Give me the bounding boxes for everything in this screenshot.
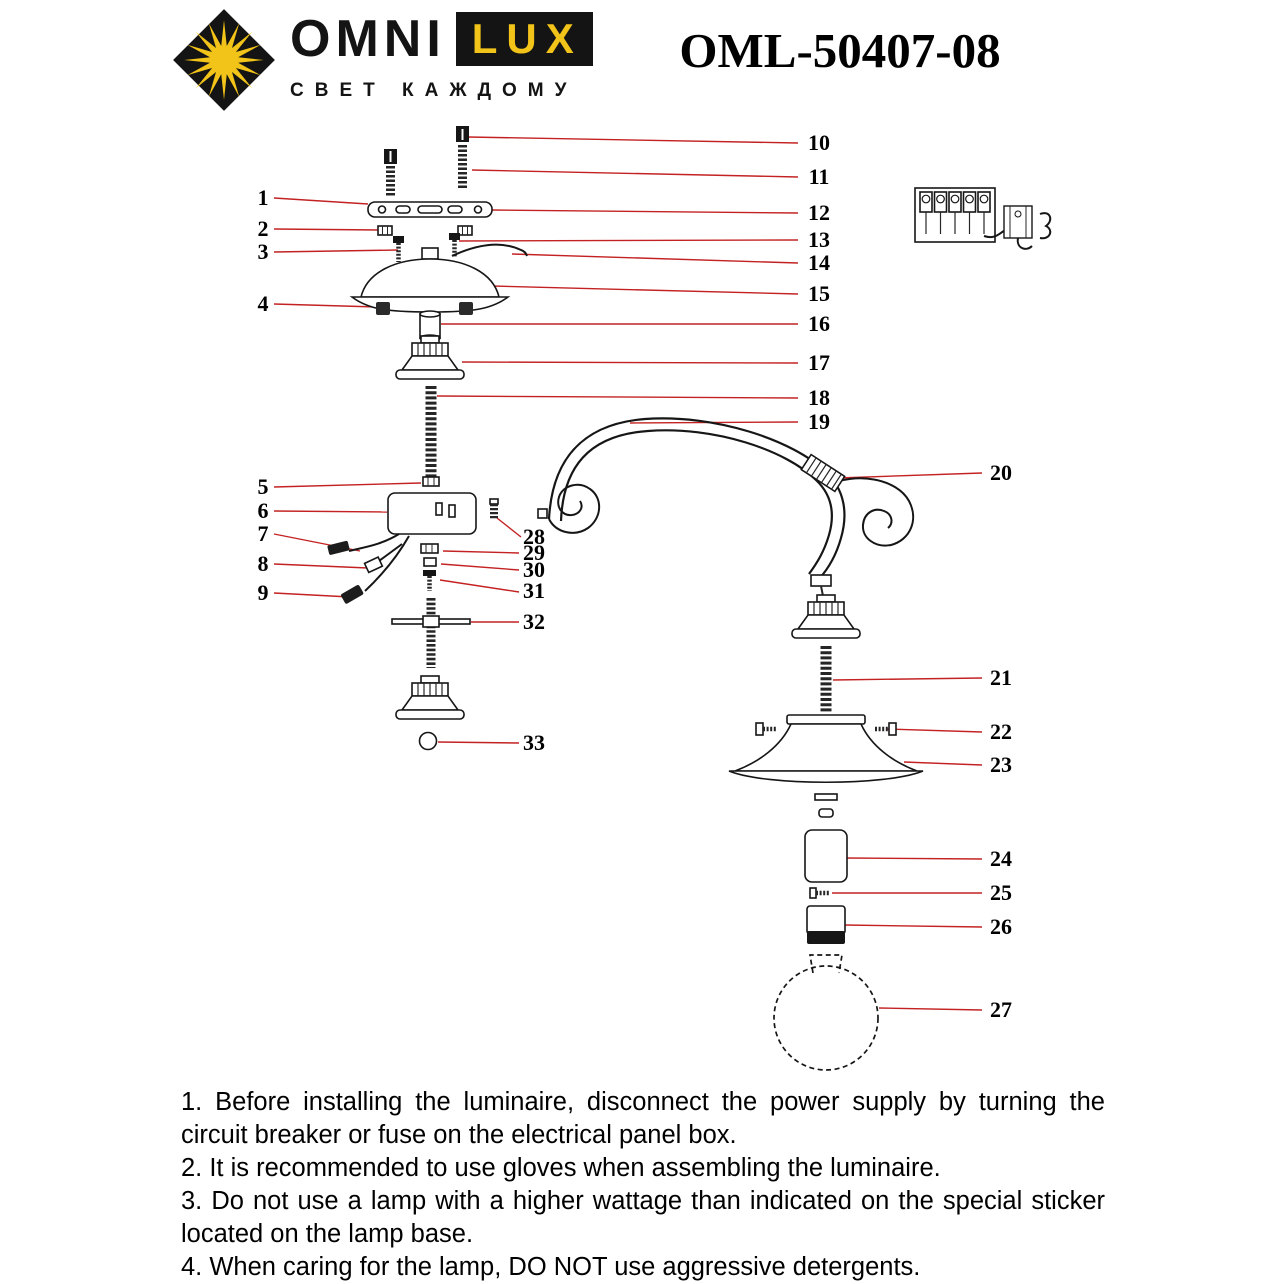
instruction-3: 3. Do not use a lamp with a higher watta… — [181, 1187, 1105, 1248]
arm-coupling — [800, 453, 846, 493]
part-label-23: 23 — [990, 752, 1012, 777]
shade-fittings — [814, 793, 838, 818]
part-label-19: 19 — [808, 409, 830, 434]
part-label-4: 4 — [258, 291, 269, 316]
rod-with-crossbar — [391, 598, 471, 668]
part-label-6: 6 — [258, 498, 269, 523]
part-label-1: 1 — [258, 185, 269, 210]
bracket-nuts — [377, 225, 473, 236]
finial-ball — [418, 731, 438, 751]
part-label-8: 8 — [258, 551, 269, 576]
socket-screw — [809, 887, 830, 899]
leader-lines — [273, 136, 983, 1011]
part-label-26: 26 — [990, 914, 1012, 939]
part-label-18: 18 — [808, 385, 830, 410]
part-label-17: 17 — [808, 350, 830, 375]
part-label-22: 22 — [990, 719, 1012, 744]
part-label-12: 12 — [808, 200, 830, 225]
brand-name-omni: OMNI — [290, 10, 446, 68]
rod-nut — [422, 476, 440, 487]
socket-housing — [804, 829, 848, 883]
instruction-1: 1. Before installing the luminaire, disc… — [181, 1088, 1105, 1149]
neck-piece — [419, 310, 441, 342]
part-label-30: 30 — [523, 557, 545, 582]
lamp-shade — [728, 714, 924, 784]
supply-wire — [451, 243, 528, 257]
body-fasteners — [420, 543, 439, 591]
part-label-28: 28 — [523, 524, 545, 549]
part-label-29: 29 — [523, 540, 545, 565]
brand-logo-mark — [173, 9, 275, 111]
threaded-stub — [489, 498, 548, 520]
part-label-31: 31 — [523, 578, 545, 603]
central-body — [387, 492, 477, 535]
wiring-diagram — [914, 187, 1052, 250]
part-label-5: 5 — [258, 474, 269, 499]
scroll-arm — [547, 417, 915, 597]
canopy-screws — [393, 233, 460, 262]
brand-name-lux: LUX — [455, 12, 593, 66]
part-label-14: 14 — [808, 250, 830, 275]
mounting-bracket — [367, 201, 493, 218]
part-label-7: 7 — [258, 521, 269, 546]
shade-screws — [755, 722, 897, 736]
instruction-2: 2. It is recommended to use gloves when … — [181, 1154, 941, 1182]
part-label-25: 25 — [990, 880, 1012, 905]
wires-connectors — [327, 533, 410, 604]
part-label-27: 27 — [990, 997, 1012, 1022]
part-label-20: 20 — [990, 460, 1012, 485]
part-label-9: 9 — [258, 580, 269, 605]
part-labels: 1 2 3 4 5 6 7 8 9 10 11 12 13 14 15 16 1… — [258, 130, 1013, 1022]
part-label-32: 32 — [523, 609, 545, 634]
decorative-coupling — [395, 335, 465, 380]
part-label-16: 16 — [808, 311, 830, 336]
model-number: OML-50407-08 — [679, 23, 1001, 78]
instruction-4: 4. When caring for the lamp, DO NOT use … — [181, 1253, 921, 1281]
header: OMNI LUX СВЕТ КАЖДОМУ OML-50407-08 — [0, 8, 1280, 112]
mounting-screws — [384, 126, 469, 197]
shade-cap — [791, 594, 861, 639]
part-label-21: 21 — [990, 665, 1012, 690]
brand-tagline: СВЕТ КАЖДОМУ — [290, 80, 578, 101]
ceiling-canopy — [349, 247, 511, 313]
part-label-3: 3 — [258, 239, 269, 264]
part-label-2: 2 — [258, 216, 269, 241]
brand-text-block: OMNI LUX СВЕТ КАЖДОМУ — [290, 8, 593, 102]
logo-star-icon — [184, 20, 264, 100]
socket-insert — [806, 905, 846, 944]
part-label-33: 33 — [523, 730, 545, 755]
part-label-10: 10 — [808, 130, 830, 155]
installation-instructions: 1. Before installing the luminaire, disc… — [181, 1086, 1105, 1284]
part-label-11: 11 — [809, 164, 830, 189]
canopy-spacers — [376, 302, 473, 315]
part-label-15: 15 — [808, 281, 830, 306]
bottom-cap — [395, 675, 465, 720]
light-bulb — [773, 954, 879, 1071]
part-label-13: 13 — [808, 227, 830, 252]
part-label-24: 24 — [990, 846, 1012, 871]
brand-logo: OMNI LUX СВЕТ КАЖДОМУ — [172, 8, 593, 112]
